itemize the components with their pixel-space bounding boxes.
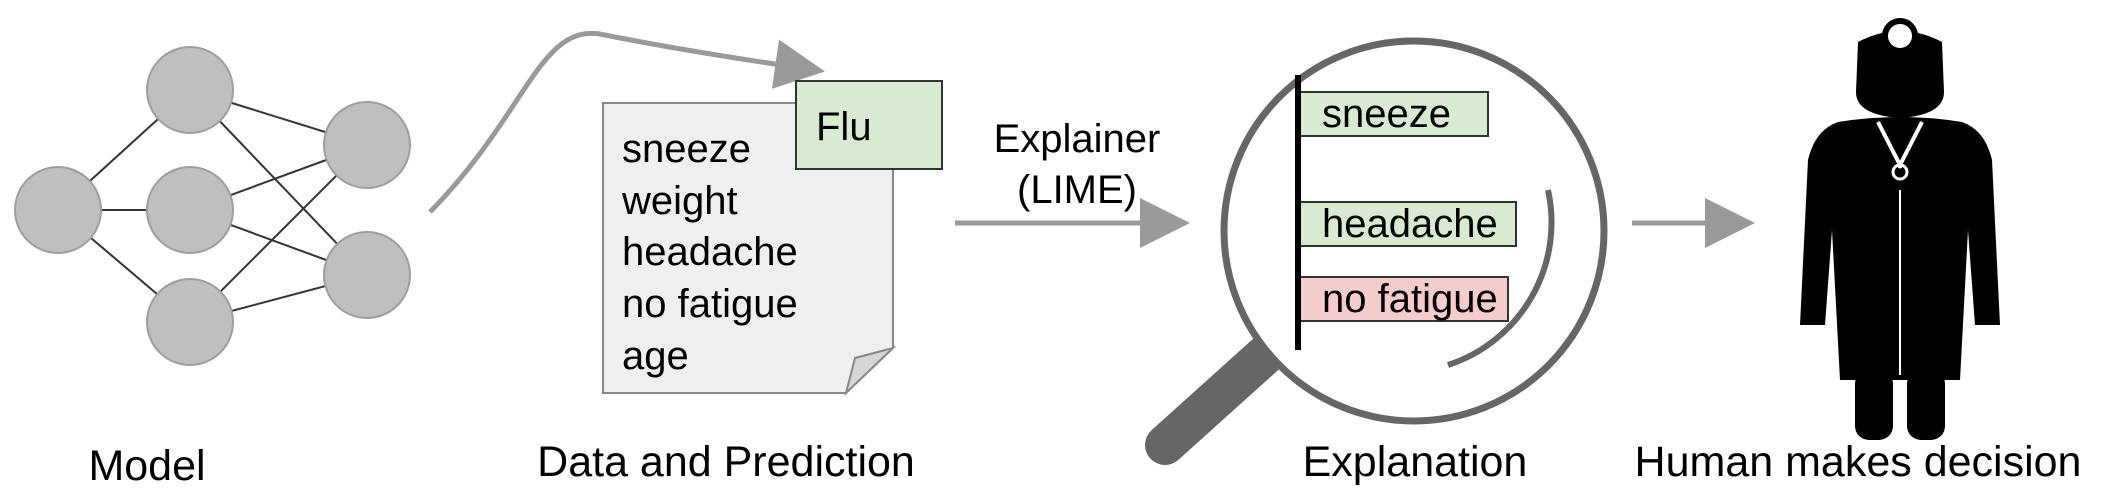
output-node (323, 231, 411, 319)
doctor-head (1856, 31, 1944, 118)
explanation-bar-label: headache (1322, 202, 1498, 246)
prediction-label: Flu (816, 105, 872, 149)
document-icon (602, 102, 897, 397)
feature-weight: weight (621, 179, 738, 223)
doctor-leg (1855, 370, 1893, 440)
hidden-node (146, 166, 234, 254)
feature-headache: headache (622, 230, 798, 274)
feature-no-fatigue: no fatigue (622, 282, 798, 326)
feature-sneeze: sneeze (622, 127, 751, 171)
explainer-method: (LIME) (1017, 168, 1137, 212)
neural-network-icon (14, 46, 411, 366)
network-nodes (14, 46, 411, 366)
head-mirror-icon (1882, 18, 1918, 54)
caption-model: Model (88, 442, 205, 490)
doctor-icon (1800, 18, 2000, 440)
explanation-bars: sneeze headache no fatigue (1297, 91, 1517, 322)
prediction-box (795, 80, 943, 170)
explanation-bar-label: no fatigue (1322, 277, 1498, 321)
magnifier-handle (1145, 335, 1285, 465)
explanation-bar-label: sneeze (1322, 92, 1451, 136)
doctor-leg (1907, 370, 1945, 440)
caption-explanation: Explanation (1303, 438, 1528, 486)
input-node (14, 166, 102, 254)
hidden-node (146, 278, 234, 366)
output-node (323, 101, 411, 189)
feature-age: age (622, 334, 689, 378)
hidden-node (146, 46, 234, 134)
explanation-bar (1297, 91, 1489, 137)
curved-arrow (428, 30, 825, 214)
caption-human-decision: Human makes decision (1635, 438, 2082, 486)
caption-data-prediction: Data and Prediction (537, 438, 915, 486)
explanation-bar (1297, 201, 1517, 247)
magnifier-glint (1447, 189, 1555, 368)
explanation-bar (1297, 276, 1509, 322)
explainer-label: Explainer (994, 117, 1161, 161)
document-fold (844, 346, 897, 397)
